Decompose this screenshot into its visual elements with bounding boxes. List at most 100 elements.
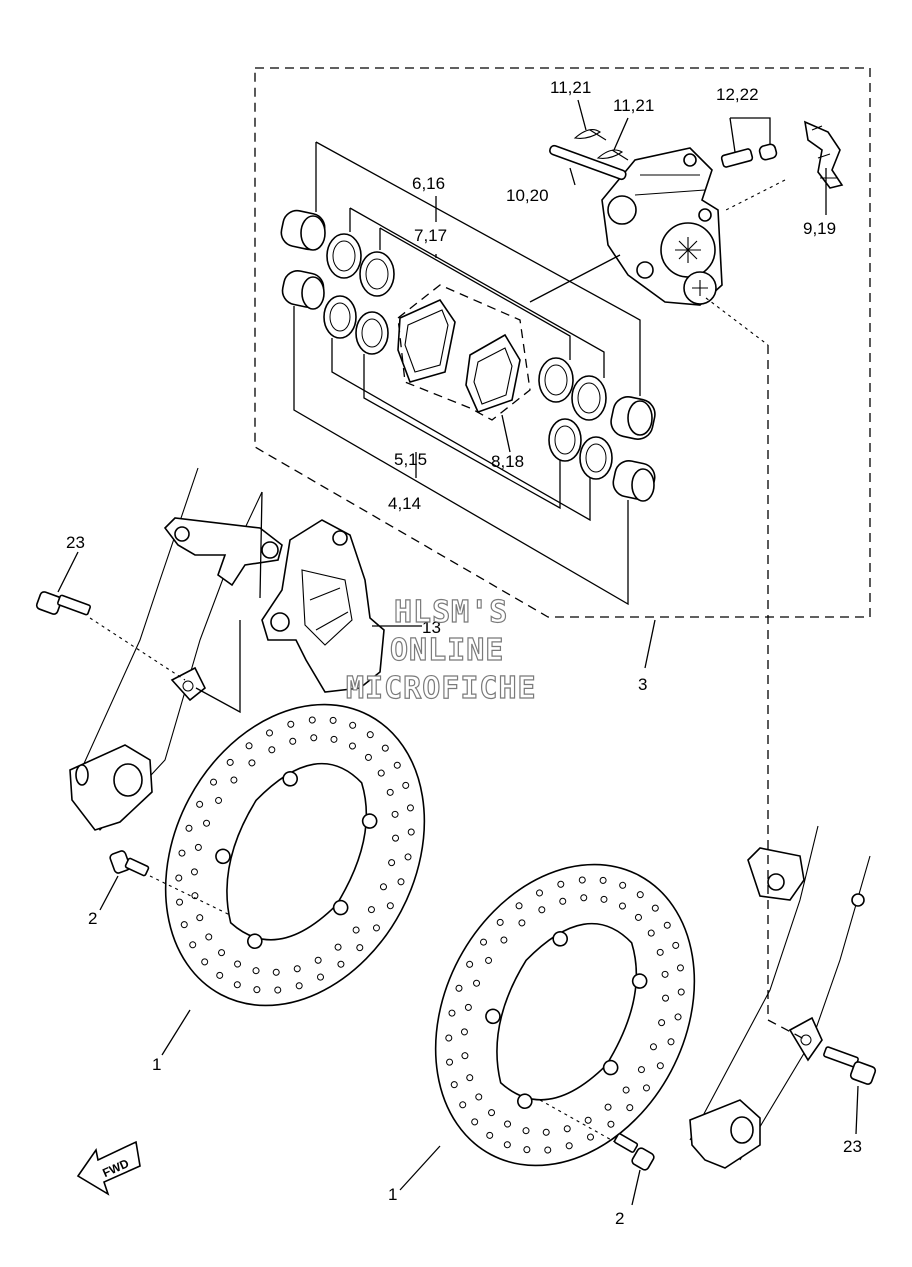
- bracket-lines: [293, 141, 641, 606]
- disc-drill-hole: [651, 904, 659, 912]
- disc-drill-hole: [599, 876, 607, 884]
- disc-drill-hole: [565, 1142, 573, 1150]
- label-11-21-a: 11,21: [550, 78, 591, 97]
- disc-drill-hole: [642, 1084, 650, 1092]
- disc-drill-hole: [274, 986, 282, 994]
- disc-drill-hole: [218, 949, 226, 957]
- disc-drill-hole: [386, 902, 394, 910]
- disc-drill-hole: [234, 960, 242, 968]
- disc-drill-hole: [216, 971, 224, 979]
- leader-3: [644, 619, 656, 669]
- label-2-left: 2: [88, 909, 97, 928]
- disc-drill-hole: [557, 880, 565, 888]
- disc-drill-hole: [580, 894, 588, 902]
- disc-drill-hole: [618, 902, 626, 910]
- disc-drill-hole: [460, 1028, 468, 1036]
- disc-drill-hole: [446, 1058, 454, 1066]
- disc-drill-hole: [448, 1009, 456, 1017]
- disc-drill-hole: [600, 895, 608, 903]
- disc-drill-hole: [402, 781, 410, 789]
- label-9-19: 9,19: [803, 219, 836, 238]
- disc-drill-hole: [308, 716, 316, 724]
- label-4-14: 4,14: [388, 494, 421, 513]
- disc-drill-hole: [334, 943, 342, 951]
- disc-drill-hole: [364, 753, 372, 761]
- disc-drill-hole: [397, 878, 405, 886]
- disc-drill-hole: [656, 948, 664, 956]
- disc-drill-hole: [393, 761, 401, 769]
- disc-drill-hole: [661, 970, 669, 978]
- disc-drill-hole: [475, 1093, 483, 1101]
- label-3: 3: [638, 675, 647, 694]
- disc-drill-hole: [367, 906, 375, 914]
- disc-drill-hole: [337, 960, 345, 968]
- disc-drill-hole: [245, 742, 253, 750]
- disc-drill-hole: [176, 898, 184, 906]
- disc-drill-hole: [194, 843, 202, 851]
- fork-leg-right: [689, 825, 871, 1169]
- disc-drill-hole: [248, 759, 256, 767]
- disc-drill-hole: [674, 1013, 682, 1021]
- disc-drill-hole: [656, 1062, 664, 1070]
- disc-drill-hole: [663, 921, 671, 929]
- disc-drill-hole: [293, 965, 301, 973]
- disc-drill-hole: [504, 1120, 512, 1128]
- disc-drill-hole: [189, 941, 197, 949]
- disc-drill-hole: [348, 742, 356, 750]
- disc-drill-hole: [404, 853, 412, 861]
- disc-drill-hole: [196, 914, 204, 922]
- disc-drill-hole: [634, 913, 642, 921]
- cotter-pin-a: [573, 129, 607, 141]
- disc-drill-hole: [349, 721, 357, 729]
- disc-drill-hole: [500, 936, 508, 944]
- label-6-16: 6,16: [412, 174, 445, 193]
- watermark-line-3: MICROFICHE: [346, 671, 537, 706]
- label-7-17: 7,17: [414, 226, 447, 245]
- disc-drill-hole: [190, 868, 198, 876]
- disc-drill-hole: [473, 979, 481, 987]
- disc-drill-hole: [450, 1081, 458, 1089]
- disc-drill-hole: [377, 769, 385, 777]
- disc-drill-hole: [544, 1146, 552, 1154]
- brake-disc-left: [164, 703, 426, 1007]
- disc-drill-hole: [586, 1133, 594, 1141]
- disc-drill-hole: [471, 1118, 479, 1126]
- disc-drill-hole: [559, 897, 567, 905]
- disc-drill-hole: [287, 720, 295, 728]
- brake-pads: [397, 298, 521, 414]
- disc-drill-hole: [191, 892, 199, 900]
- label-13: 13: [422, 618, 441, 637]
- disc-drill-hole: [356, 944, 364, 952]
- disc-drill-hole: [252, 967, 260, 975]
- disc-drill-hole: [230, 776, 238, 784]
- disc-drill-hole: [316, 973, 324, 981]
- disc-drill-hole: [677, 988, 685, 996]
- disc-drill-hole: [658, 1019, 666, 1027]
- disc-drill-hole: [388, 859, 396, 867]
- disc-drill-hole: [289, 737, 297, 745]
- disc-drill-hole: [649, 1043, 657, 1051]
- disc-drill-hole: [201, 958, 209, 966]
- disc-drill-hole: [496, 918, 504, 926]
- disc-drill-hole: [391, 810, 399, 818]
- disc-drill-hole: [381, 744, 389, 752]
- label-23-right: 23: [843, 1137, 862, 1156]
- pad-spring: [803, 120, 844, 189]
- disc-drill-hole: [662, 994, 670, 1002]
- label-2-right: 2: [615, 1209, 624, 1228]
- disc-drill-hole: [295, 982, 303, 990]
- disc-drill-hole: [536, 889, 544, 897]
- disc-drill-hole: [178, 849, 186, 857]
- disc-drill-hole: [619, 881, 627, 889]
- disc-drill-hole: [485, 956, 493, 964]
- disc-drill-hole: [386, 788, 394, 796]
- disc-drill-hole: [523, 1146, 531, 1154]
- disc-drill-hole: [175, 874, 183, 882]
- disc-drill-hole: [636, 891, 644, 899]
- disc-drill-hole: [461, 1052, 469, 1060]
- watermark-line-2: ONLINE: [390, 633, 504, 668]
- fork-leg-left: [69, 467, 283, 831]
- disc-drill-hole: [268, 746, 276, 754]
- disc-drill-hole: [542, 1128, 550, 1136]
- label-8-18: 8,18: [491, 452, 524, 471]
